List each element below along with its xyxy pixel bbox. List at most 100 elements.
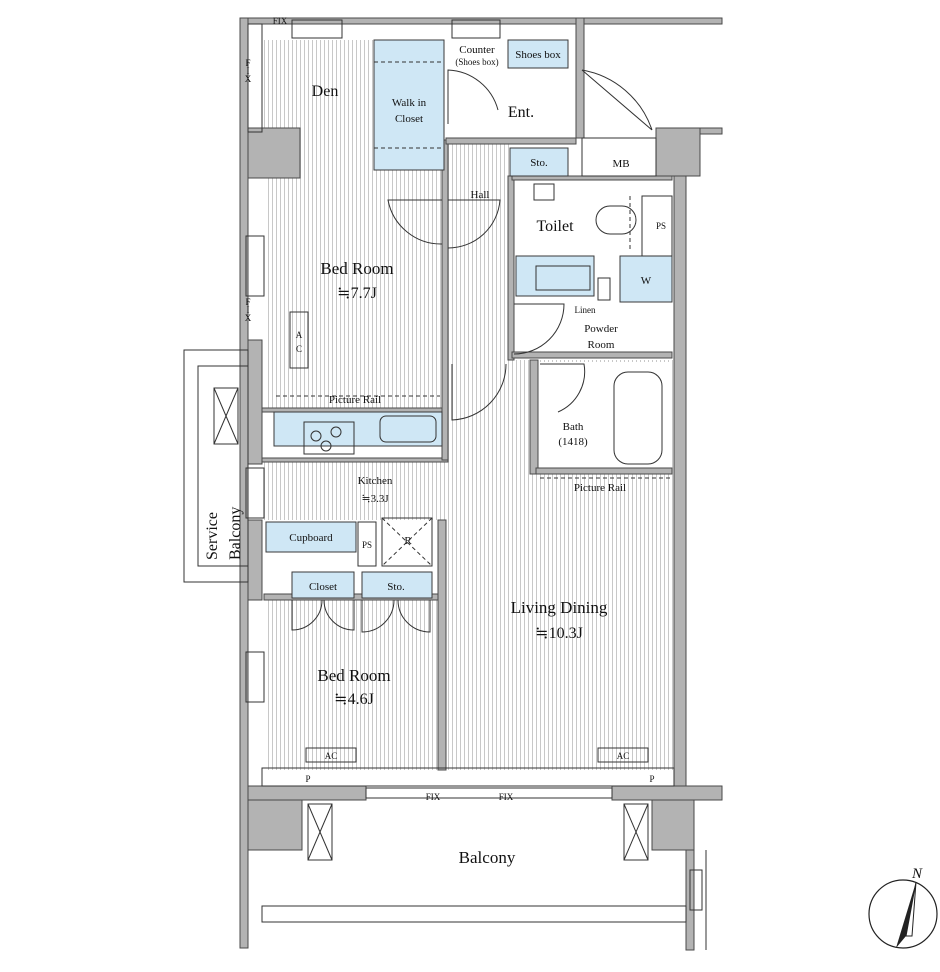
service-balcony-label-2: Balcony	[227, 507, 244, 560]
floor-areas	[262, 40, 674, 770]
ac-bed2-box	[305, 747, 357, 763]
wall-mb-left	[575, 17, 585, 139]
washer-label: W	[641, 275, 652, 287]
linen-shelf	[597, 277, 611, 301]
wall-bottom-right	[611, 785, 723, 801]
bathtub	[613, 371, 663, 465]
partition-ent-bottom	[445, 137, 577, 145]
kitchen-label-2: ≒3.3J	[361, 493, 389, 505]
entrance-label: Ent.	[508, 104, 534, 121]
storage-hall-box	[509, 147, 569, 177]
wall-column-bl	[247, 799, 303, 851]
counter-label-1: Counter	[459, 44, 495, 56]
toilet-bowl	[595, 205, 637, 235]
living-dining-label-1: Living Dining	[511, 598, 608, 617]
ac-ld-label: AC	[617, 751, 630, 761]
storage-bed2-label: Sto.	[387, 581, 405, 593]
wall-column-top	[655, 127, 701, 177]
den-floor	[262, 40, 374, 140]
ac-bed1-label-1: A	[296, 330, 303, 340]
ac-bed1-label-2: C	[296, 344, 302, 354]
burners	[310, 426, 342, 452]
balconies	[183, 349, 707, 950]
fridge-space	[381, 517, 433, 567]
wall-left	[239, 17, 249, 949]
window-kitchen	[245, 467, 265, 519]
partition-bed1-hall	[441, 139, 449, 461]
ac-bed1-box	[289, 311, 309, 369]
p-right-label: P	[649, 774, 654, 784]
wall-top	[239, 17, 723, 25]
wall-right	[673, 175, 687, 791]
window-balcony	[365, 787, 613, 799]
toilet-tank	[533, 183, 555, 201]
service-balcony-vent	[213, 387, 239, 445]
counter-label-2: (Shoes box)	[455, 57, 498, 67]
fix-bottom-1-label: FIX	[426, 792, 441, 802]
bath-floor	[538, 362, 672, 470]
kitchen-counter-box	[273, 411, 443, 447]
picture-rail-bed-label: Picture Rail	[329, 394, 381, 406]
fixtures	[265, 39, 673, 599]
bath-label-2: (1418)	[558, 436, 588, 448]
compass-ring	[868, 879, 938, 949]
ps-toilet-label: PS	[656, 221, 666, 231]
partition-mb-bottom	[511, 175, 673, 181]
service-balcony-inner	[197, 365, 249, 567]
service-balcony-label-1: Service	[204, 512, 221, 560]
partition-bath-left	[529, 359, 539, 475]
ac-bed2-label: AC	[325, 751, 338, 761]
equipment	[276, 137, 673, 763]
window-bed2	[245, 651, 265, 703]
partition-powder-bottom	[511, 351, 673, 359]
shoes-box-label: Shoes box	[515, 49, 561, 61]
bed-room-2-label-2: ≒4.6J	[334, 691, 374, 708]
hall-floor	[446, 144, 510, 360]
kitchen-floor	[262, 460, 448, 520]
compass-needle-icon	[896, 882, 916, 948]
compass: N	[868, 866, 938, 949]
walk-in-closet-label-1: Walk in	[392, 97, 427, 109]
powder-room-label-1: Powder	[584, 323, 618, 335]
fix-side-1-i: I	[247, 66, 250, 76]
fix-side-2-x: X	[245, 313, 252, 323]
sill-den-left	[247, 23, 263, 133]
linen-label: Linen	[575, 305, 596, 315]
wall-column-br	[651, 799, 695, 851]
living-dining-label-2: ≒10.3J	[535, 625, 583, 642]
walk-in-closet-label-2: Closet	[395, 113, 423, 125]
bed-room-1-floor	[266, 140, 446, 410]
closet-label: Closet	[309, 581, 337, 593]
balcony-vent-right	[623, 803, 649, 861]
kitchen-label-1: Kitchen	[358, 475, 393, 487]
partition-kitchen-bottom	[261, 457, 449, 463]
closet-box	[291, 571, 355, 599]
bed-room-1-label-2: ≒7.7J	[337, 285, 377, 302]
kitchen-sink	[379, 415, 437, 443]
partition-bath-bottom	[535, 467, 673, 475]
windows	[245, 19, 703, 911]
bed-room-1-label-1: Bed Room	[320, 259, 393, 278]
window-bed1	[245, 235, 265, 297]
wall-left-mid	[247, 339, 263, 465]
bed-room-2-label-1: Bed Room	[317, 666, 390, 685]
washbasin	[535, 265, 591, 291]
ps-toilet-box	[641, 195, 673, 257]
storage-bed2-box	[361, 571, 433, 599]
balcony-vent-left	[307, 803, 333, 861]
window-counter-top	[451, 19, 501, 39]
fix-side-1-f: F	[245, 58, 250, 68]
partition-hall-wet	[507, 175, 515, 361]
ps-kitchen-box	[357, 521, 377, 567]
window-den-top	[291, 19, 343, 39]
wall-top-right	[699, 127, 723, 135]
storage-hall-label: Sto.	[530, 157, 548, 169]
powder-room-label-2: Room	[588, 339, 615, 351]
sill-bottom	[261, 767, 675, 787]
window-balcony-side	[689, 869, 703, 911]
cupboard-label: Cupboard	[289, 532, 333, 544]
vanity-box	[515, 255, 595, 297]
hall-label: Hall	[471, 189, 490, 201]
wall-column-left-1	[247, 127, 301, 179]
